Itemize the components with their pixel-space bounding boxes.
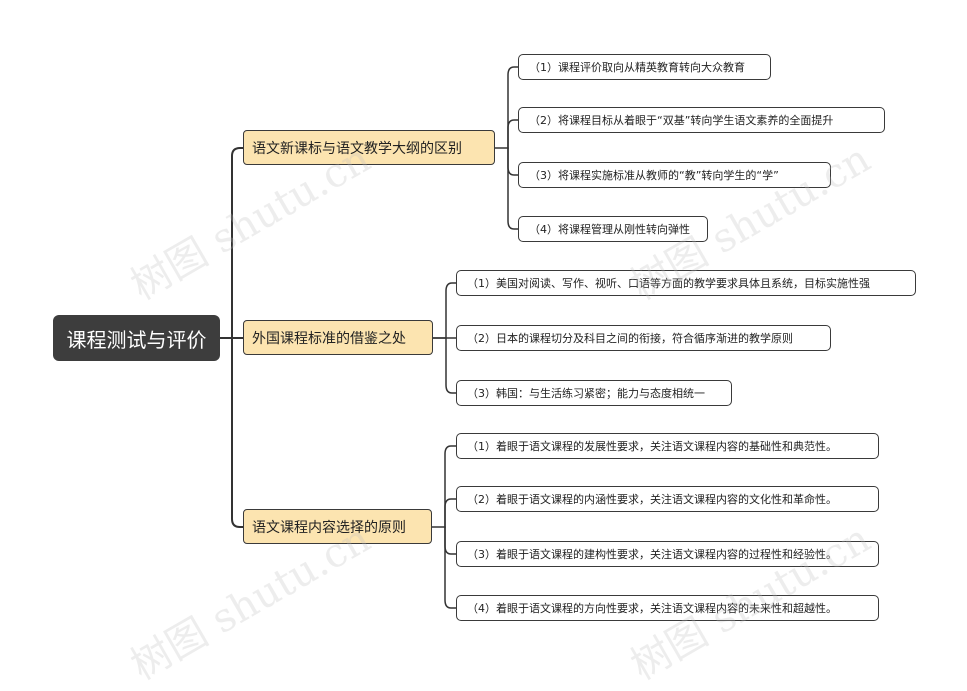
leaf-node-3-1[interactable]: （1）着眼于语文课程的发展性要求，关注语文课程内容的基础性和典范性。 xyxy=(456,433,879,459)
leaf-node-2-1[interactable]: （1）美国对阅读、写作、视听、口语等方面的教学要求具体且系统，目标实施性强 xyxy=(456,270,916,296)
connector-b3-leaf-3 xyxy=(444,526,457,555)
leaf-node-3-3[interactable]: （3）着眼于语文课程的建构性要求，关注语文课程内容的过程性和经验性。 xyxy=(456,541,879,567)
root-node-label: 课程测试与评价 xyxy=(66,327,207,352)
leaf-node-1-1[interactable]: （1）课程评价取向从精英教育转向大众教育 xyxy=(518,54,771,80)
leaf-node-2-3-label: （3）韩国：与生活练习紧密；能力与态度相统一 xyxy=(467,387,705,400)
connector-b3-leaf-1 xyxy=(431,445,457,528)
branch-node-3[interactable]: 语文课程内容选择的原则 xyxy=(243,509,432,544)
leaf-node-2-2-label: （2）日本的课程切分及科目之间的衔接，符合循序渐进的教学原则 xyxy=(467,332,793,345)
connector-lines xyxy=(219,66,519,609)
connector-b1-leaf-2 xyxy=(507,119,519,149)
branch-node-1-label: 语文新课标与语文教学大纲的区别 xyxy=(252,140,462,157)
connector-root-branch-3 xyxy=(231,337,244,528)
leaf-node-2-2[interactable]: （2）日本的课程切分及科目之间的衔接，符合循序渐进的教学原则 xyxy=(456,325,831,351)
branch-node-3-label: 语文课程内容选择的原则 xyxy=(252,519,406,536)
leaf-node-3-4-label: （4）着眼于语文课程的方向性要求，关注语文课程内容的未来性和超越性。 xyxy=(467,602,837,615)
leaf-node-3-2-label: （2）着眼于语文课程的内涵性要求，关注语文课程内容的文化性和革命性。 xyxy=(467,493,837,506)
leaf-node-3-4[interactable]: （4）着眼于语文课程的方向性要求，关注语文课程内容的未来性和超越性。 xyxy=(456,595,879,621)
branch-node-2-label: 外国课程标准的借鉴之处 xyxy=(252,330,406,347)
root-node[interactable]: 课程测试与评价 xyxy=(53,315,220,361)
connector-b2-leaf-1 xyxy=(432,282,457,339)
connector-b1-leaf-1 xyxy=(494,66,519,149)
leaf-node-1-2-label: （2）将课程目标从着眼于“双基”转向学生语文素养的全面提升 xyxy=(529,114,834,127)
connector-b1-leaf-4 xyxy=(507,147,519,230)
leaf-node-3-2[interactable]: （2）着眼于语文课程的内涵性要求，关注语文课程内容的文化性和革命性。 xyxy=(456,486,879,512)
leaf-node-1-3-label: （3）将课程实施标准从教师的“教”转向学生的“学” xyxy=(529,169,779,182)
leaf-node-3-3-label: （3）着眼于语文课程的建构性要求，关注语文课程内容的过程性和经验性。 xyxy=(467,548,837,561)
connector-root-branch-1 xyxy=(219,147,244,339)
connector-b2-leaf-3 xyxy=(445,337,457,394)
leaf-node-2-3[interactable]: （3）韩国：与生活练习紧密；能力与态度相统一 xyxy=(456,380,732,406)
branch-node-1[interactable]: 语文新课标与语文教学大纲的区别 xyxy=(243,130,495,165)
leaf-node-2-1-label: （1）美国对阅读、写作、视听、口语等方面的教学要求具体且系统，目标实施性强 xyxy=(467,277,870,290)
leaf-node-1-3[interactable]: （3）将课程实施标准从教师的“教”转向学生的“学” xyxy=(518,162,831,188)
connector-b3-leaf-4 xyxy=(444,526,457,609)
leaf-node-1-4-label: （4）将课程管理从刚性转向弹性 xyxy=(529,223,690,236)
leaf-node-1-2[interactable]: （2）将课程目标从着眼于“双基”转向学生语文素养的全面提升 xyxy=(518,107,885,133)
connector-b3-leaf-2 xyxy=(444,498,457,528)
leaf-node-1-1-label: （1）课程评价取向从精英教育转向大众教育 xyxy=(529,61,745,74)
leaf-node-1-4[interactable]: （4）将课程管理从刚性转向弹性 xyxy=(518,216,708,242)
branch-node-2[interactable]: 外国课程标准的借鉴之处 xyxy=(243,320,433,355)
connector-b1-leaf-3 xyxy=(507,147,519,176)
leaf-node-3-1-label: （1）着眼于语文课程的发展性要求，关注语文课程内容的基础性和典范性。 xyxy=(467,440,837,453)
